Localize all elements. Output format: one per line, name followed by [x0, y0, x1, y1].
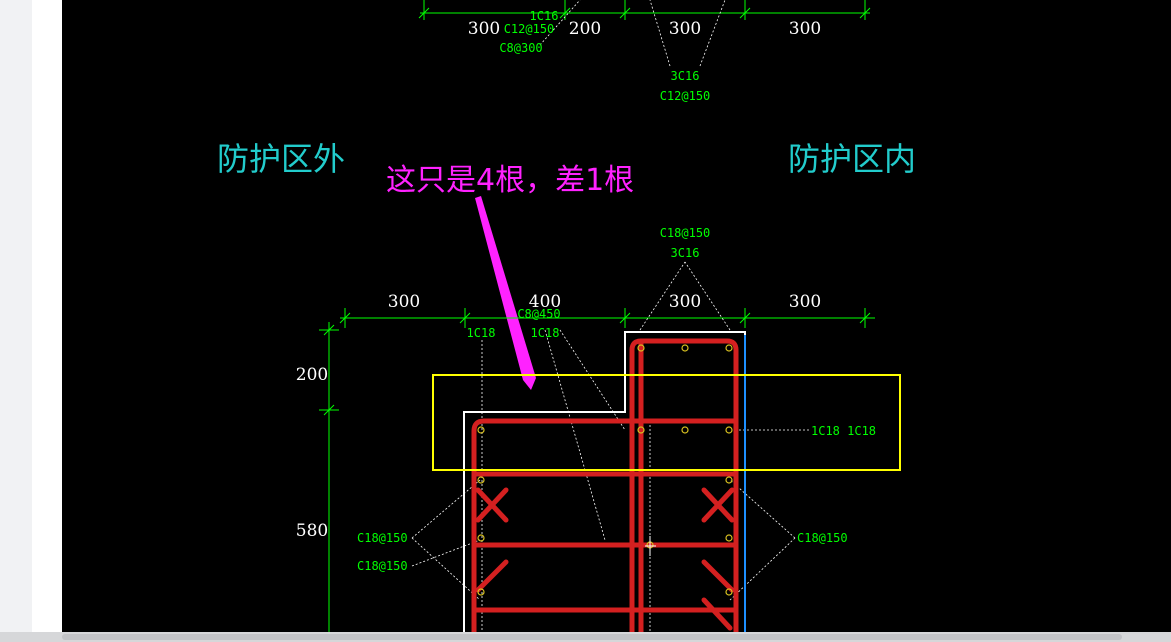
top-leader-lines: [539, 0, 726, 67]
top-dim-1: 300: [468, 19, 500, 39]
cad-drawing: 300 200 300 300 1C16 C12@150 C8@300 3C16…: [217, 0, 916, 632]
top-label-c12-150b: C12@150: [660, 89, 711, 103]
zone-outside-label: 防护区外: [217, 140, 345, 178]
vert-dim-580: 580: [296, 521, 328, 541]
label-c18-150-left-2: C18@150: [357, 559, 408, 573]
label-c18-150-left-1: C18@150: [357, 531, 408, 545]
top-dimension-line: [418, 0, 871, 20]
left-gutter: [0, 0, 32, 642]
bottom-dim-2: 400: [529, 292, 561, 312]
highlight-box: [432, 374, 901, 471]
top-label-c8-300: C8@300: [499, 41, 542, 55]
bottom-dim-4: 300: [789, 292, 821, 312]
cursor-marker: [645, 536, 656, 556]
annotation-text: 这只是4根，差1根: [386, 163, 634, 198]
bottom-dim-3: 300: [669, 292, 701, 312]
bottom-dim-1: 300: [388, 292, 420, 312]
label-c18-150-top: C18@150: [660, 226, 711, 240]
top-dim-4: 300: [789, 19, 821, 39]
label-c18-150-right: C18@150: [797, 531, 848, 545]
leader-lines: [411, 261, 810, 632]
annotation-arrow: [475, 196, 536, 390]
label-1c18-mid: 1C18: [531, 326, 560, 340]
label-c8-450: C8@450: [517, 307, 560, 321]
vert-dim-200: 200: [296, 365, 328, 385]
label-3c16-bottom: 3C16: [671, 246, 700, 260]
top-dim-2: 200: [569, 19, 601, 39]
rebar-cage: [471, 338, 739, 632]
vertical-dimension-line: [319, 322, 339, 632]
zone-inside-label: 防护区内: [788, 140, 916, 178]
left-pane: [32, 0, 62, 642]
top-label-c12-150: C12@150: [504, 22, 555, 36]
top-label-1c16: 1C16: [530, 9, 559, 23]
bottom-dimension-line: [339, 308, 875, 328]
horizontal-scrollbar[interactable]: [0, 632, 1171, 642]
cad-drawing-canvas[interactable]: 300 200 300 300 1C16 C12@150 C8@300 3C16…: [62, 0, 1171, 632]
rebar-dots: [477, 344, 733, 596]
section-outline: [463, 331, 746, 632]
top-dim-3: 300: [669, 19, 701, 39]
top-label-3c16: 3C16: [671, 69, 700, 83]
scrollbar-thumb[interactable]: [62, 634, 1122, 640]
label-1c18-left: 1C18: [467, 326, 496, 340]
label-1c18-right: 1C18 1C18: [811, 424, 876, 438]
